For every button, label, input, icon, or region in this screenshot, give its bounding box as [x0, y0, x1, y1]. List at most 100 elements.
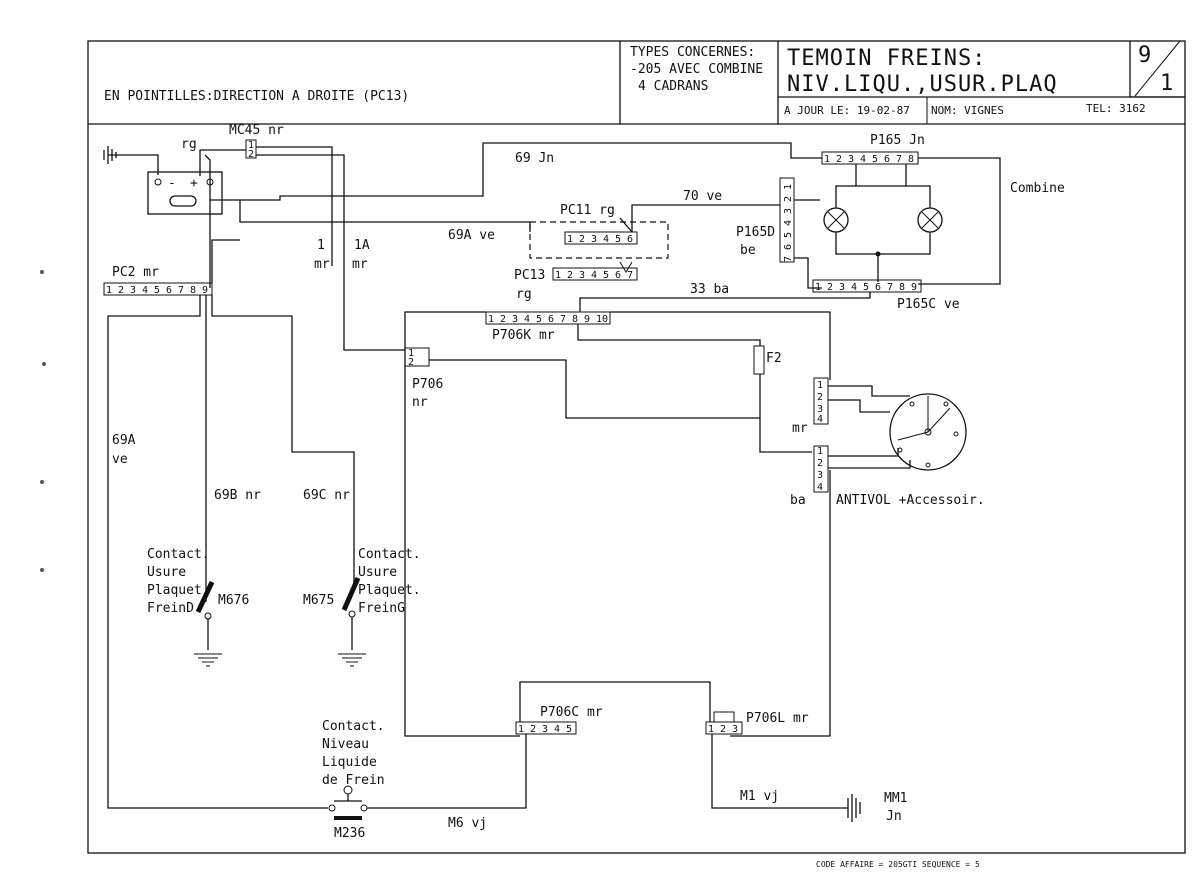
svg-text:2: 2 [579, 234, 585, 245]
battery-minus: - [168, 176, 176, 191]
svg-text:7: 7 [560, 314, 566, 325]
footer-code: CODE AFFAIRE = 205GTI SEQUENCE = 5 [816, 860, 980, 869]
ground-top-left [103, 146, 159, 175]
wire-1a-mr: mr [352, 257, 368, 272]
svg-text:5: 5 [783, 232, 794, 238]
p165c-label: P165C ve [897, 297, 960, 312]
svg-text:4: 4 [524, 314, 530, 325]
punch-mark [42, 362, 46, 366]
svg-text:8: 8 [572, 314, 578, 325]
p706k-label: P706K mr [492, 328, 555, 343]
svg-text:4: 4 [860, 154, 866, 165]
wire-ba: ba [790, 493, 806, 508]
svg-text:2: 2 [827, 282, 833, 293]
p706-label: P706 [412, 377, 443, 392]
mc45-connector: 1 2 [245, 139, 257, 160]
svg-text:2: 2 [530, 724, 536, 735]
p165d-connector: 7 6 5 4 3 2 1 [779, 177, 795, 263]
svg-text:7: 7 [783, 256, 794, 262]
svg-text:1: 1 [783, 184, 794, 190]
lamp-left [823, 207, 849, 233]
p706c-label: P706C mr [540, 705, 603, 720]
svg-text:6: 6 [783, 244, 794, 250]
p165c-connector: 1 2 3 4 5 6 7 8 9 [812, 279, 922, 293]
wire-33-ba: 33 ba [690, 282, 729, 297]
contact-n-line3: Liquide [322, 755, 377, 770]
contact-d-line2: Usure [147, 565, 186, 580]
svg-text:10: 10 [596, 314, 608, 325]
battery: - + [147, 154, 223, 215]
contact-g-line4: FreinG [358, 601, 405, 616]
svg-text:1: 1 [518, 724, 524, 735]
contact-d-line4: FreinD [147, 601, 194, 616]
ground-mm1 [847, 794, 861, 822]
antivol-connector-top: 1 2 3 4 [813, 377, 829, 425]
svg-text:7: 7 [887, 282, 893, 293]
svg-text:5: 5 [154, 285, 160, 296]
svg-text:4: 4 [851, 282, 857, 293]
contact-g-line2: Usure [358, 565, 397, 580]
svg-text:8: 8 [908, 154, 914, 165]
svg-text:6: 6 [548, 314, 554, 325]
svg-text:2: 2 [408, 357, 414, 368]
title-line1: TEMOIN FREINS: [787, 46, 986, 71]
contact-n-line1: Contact. [322, 719, 385, 734]
wire-m6-vj: M6 vj [448, 816, 487, 831]
pc11-connector: 1 2 3 4 5 6 [564, 231, 638, 245]
svg-text:2: 2 [836, 154, 842, 165]
wire-rg-label: rg [181, 137, 197, 152]
p706-color: nr [412, 395, 428, 410]
types-line1: -205 AVEC COMBINE [630, 62, 763, 77]
svg-text:6: 6 [627, 234, 633, 245]
svg-text:1: 1 [815, 282, 821, 293]
svg-text:3: 3 [817, 404, 823, 415]
p165d-label: P165D [736, 225, 775, 240]
contact-g-line1: Contact. [358, 547, 421, 562]
wire-m1-vj: M1 vj [740, 789, 779, 804]
wire-69c: 69C nr [303, 488, 350, 503]
author-name: NOM: VIGNES [931, 104, 1004, 117]
direction-note: EN POINTILLES:DIRECTION A DROITE (PC13) [104, 89, 409, 104]
update-date: A JOUR LE: 19-02-87 [784, 104, 910, 117]
svg-text:8: 8 [899, 282, 905, 293]
p706-connector: 1 2 [404, 347, 430, 368]
m676-label: M676 [218, 593, 249, 608]
wire-69a-left: 69A [112, 433, 136, 448]
f2-label: F2 [766, 351, 782, 366]
svg-text:2: 2 [817, 392, 823, 403]
wire-70-ve: 70 ve [683, 189, 722, 204]
contact-n-line4: de Frein [322, 773, 385, 788]
pc13-color: rg [516, 287, 532, 302]
svg-text:5: 5 [566, 724, 572, 735]
punch-mark [40, 568, 44, 572]
svg-text:9: 9 [584, 314, 590, 325]
svg-text:4: 4 [817, 414, 823, 425]
svg-text:1: 1 [488, 314, 494, 325]
svg-text:1: 1 [408, 348, 414, 359]
pc13-label: PC13 [514, 268, 545, 283]
battery-plus: + [190, 176, 198, 191]
pc13-connector: 1 2 3 4 5 6 7 [552, 267, 638, 281]
svg-text:7: 7 [178, 285, 184, 296]
svg-text:1: 1 [817, 446, 823, 457]
svg-text:2: 2 [248, 149, 254, 160]
svg-text:5: 5 [872, 154, 878, 165]
punch-mark [40, 270, 44, 274]
svg-text:4: 4 [817, 482, 823, 493]
types-title: TYPES CONCERNES: [630, 45, 755, 60]
contact-niveau-liquide [328, 785, 368, 820]
wire-69a-ve: 69A ve [448, 228, 495, 243]
svg-text:3: 3 [542, 724, 548, 735]
pc2-label: PC2 mr [112, 265, 159, 280]
svg-text:5: 5 [536, 314, 542, 325]
drawing-frame [87, 40, 1186, 854]
p165-label: P165 Jn [870, 133, 925, 148]
svg-text:1: 1 [824, 154, 830, 165]
wire-69-jn: 69 Jn [515, 151, 554, 166]
svg-text:3: 3 [512, 314, 518, 325]
svg-text:6: 6 [875, 282, 881, 293]
wire-69b: 69B nr [214, 488, 261, 503]
mm1-color: Jn [886, 809, 902, 824]
sheet-number: 9 [1138, 43, 1152, 68]
svg-text:1: 1 [555, 270, 561, 281]
